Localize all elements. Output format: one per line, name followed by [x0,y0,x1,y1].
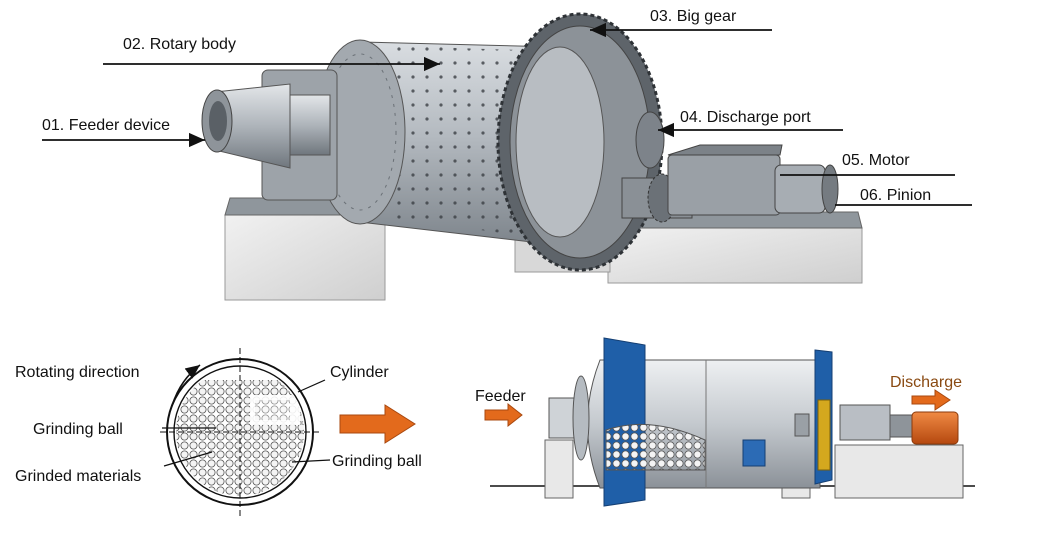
label-rotating-direction: Rotating direction [15,364,140,381]
label-grinding-ball-right: Grinding ball [332,453,422,470]
label-big-gear: 03. Big gear [650,8,737,25]
label-feeder: Feeder [475,388,526,405]
label-grinding-ball-left: Grinding ball [33,421,123,438]
label-motor: 05. Motor [842,152,910,169]
process-arrow [339,404,416,444]
ball-mill-illustration: 01. Feeder device 02. Rotary body 03. Bi… [42,8,972,301]
callout-lines [42,22,972,206]
label-discharge: Discharge [890,374,962,391]
side-view-mill: Feeder Discharge [475,337,975,507]
rotation-arrow [171,364,201,407]
left-flange [603,337,646,507]
label-feeder-device: 01. Feeder device [42,117,170,134]
label-grinded-materials: Grinded materials [15,468,141,485]
label-pinion: 06. Pinion [860,187,931,204]
cross-section: Rotating direction Grinding ball Grinded… [15,348,422,518]
motor-assembly [667,144,839,216]
feeder-arrow [484,402,523,428]
discharge-port-part [635,111,665,169]
orange-motor [911,411,959,445]
cutaway-balls [605,423,706,471]
label-rotary-body: 02. Rotary body [123,36,236,53]
label-discharge-port: 04. Discharge port [680,109,811,126]
right-foundation [607,211,863,284]
label-cylinder: Cylinder [330,364,389,381]
big-gear [496,12,664,272]
discharge-arrow [911,389,951,411]
feeder-device [201,69,338,201]
